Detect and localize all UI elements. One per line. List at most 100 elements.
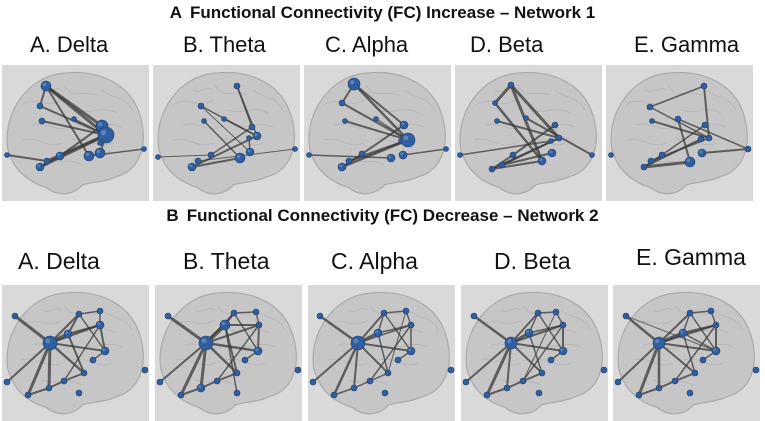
band-label-b-theta: B. Theta (183, 248, 270, 274)
brain-panel-b-theta (155, 285, 302, 421)
network-edge (233, 312, 259, 352)
network-node-highlight (42, 82, 47, 87)
network-edge (78, 313, 106, 352)
network-node-highlight (549, 150, 553, 154)
network-edge (682, 332, 696, 374)
network-edge (223, 118, 258, 137)
brain-network-svg (308, 285, 455, 421)
network-edge (191, 135, 258, 168)
network-edge (332, 341, 360, 397)
network-node (384, 369, 392, 377)
network-node-highlight (350, 80, 355, 85)
network-edge (493, 83, 513, 105)
network-node (691, 369, 699, 377)
network-nodes (457, 81, 595, 173)
network-node (345, 157, 353, 165)
network-node (537, 156, 547, 166)
network-node (699, 356, 707, 364)
network-nodes (155, 82, 298, 172)
network-edge (689, 312, 717, 352)
network-edge (486, 387, 508, 396)
network-node (233, 369, 241, 377)
brain-panel-a-alpha (304, 65, 451, 201)
network-node (700, 82, 708, 90)
network-edge (674, 324, 717, 382)
network-node (207, 151, 215, 159)
network-edges (617, 310, 717, 397)
network-edge (472, 314, 513, 345)
network-node (219, 319, 231, 331)
brain-silhouette (159, 291, 297, 415)
network-edge (13, 314, 52, 345)
network-edge (522, 324, 564, 382)
network-edge (352, 82, 410, 142)
network-edge (682, 332, 717, 352)
network-node-highlight (102, 348, 106, 352)
network-edge (67, 324, 101, 335)
section-a-letter: A (169, 3, 182, 22)
network-node (80, 369, 88, 377)
network-node (635, 391, 643, 399)
brain-silhouette (312, 291, 450, 415)
network-node (674, 115, 682, 123)
section-a-title-text: Functional Connectivity (FC) Increase – … (190, 3, 596, 22)
network-node-highlight (388, 155, 392, 159)
network-node (386, 153, 396, 163)
network-node (707, 307, 715, 315)
network-edge (197, 148, 296, 162)
network-nodes (3, 307, 149, 399)
network-node (83, 150, 95, 162)
network-edge (308, 154, 392, 159)
network-node-highlight (408, 348, 412, 352)
network-edge (200, 105, 251, 153)
network-node-highlight (375, 330, 379, 334)
network-node (752, 366, 760, 374)
band-label-a-theta: B. Theta (183, 32, 266, 57)
network-node-highlight (221, 321, 226, 326)
network-edge (485, 341, 513, 397)
network-node (89, 356, 97, 364)
network-node (744, 145, 752, 153)
network-edge (510, 342, 543, 374)
network-node (337, 162, 347, 172)
brain-network-svg (455, 65, 602, 201)
network-node-highlight (98, 122, 103, 127)
network-edge (661, 124, 706, 156)
network-edges (159, 311, 260, 397)
network-edge (41, 120, 107, 136)
network-node (233, 82, 241, 90)
network-node-highlight (198, 385, 202, 389)
network-node (373, 116, 379, 122)
network-edge (689, 310, 712, 314)
network-node (252, 308, 260, 316)
network-node (406, 346, 416, 356)
network-nodes (608, 82, 752, 171)
network-edge (522, 311, 557, 382)
network-edge (344, 120, 409, 141)
network-node (309, 378, 317, 386)
network-edge (649, 85, 705, 108)
network-node (535, 389, 543, 397)
network-node-highlight (247, 149, 251, 153)
network-node (523, 115, 529, 121)
network-node (221, 116, 227, 122)
band-label-b-gamma: E. Gamma (636, 244, 746, 270)
network-edge (361, 124, 405, 155)
network-edge (166, 314, 208, 345)
network-node-highlight (189, 164, 193, 168)
network-node (649, 118, 655, 124)
network-edge (67, 333, 85, 374)
network-node (686, 309, 694, 317)
brain-network-svg (153, 65, 300, 201)
network-node (519, 377, 527, 385)
network-node (684, 156, 696, 168)
network-edge (624, 314, 661, 345)
network-node (306, 152, 312, 158)
network-node (42, 335, 58, 351)
network-node (246, 135, 252, 141)
network-edge (701, 148, 749, 154)
network-node (201, 118, 207, 124)
network-node (711, 346, 721, 356)
band-label-b-delta: A. Delta (18, 248, 100, 274)
network-edge (677, 118, 749, 150)
